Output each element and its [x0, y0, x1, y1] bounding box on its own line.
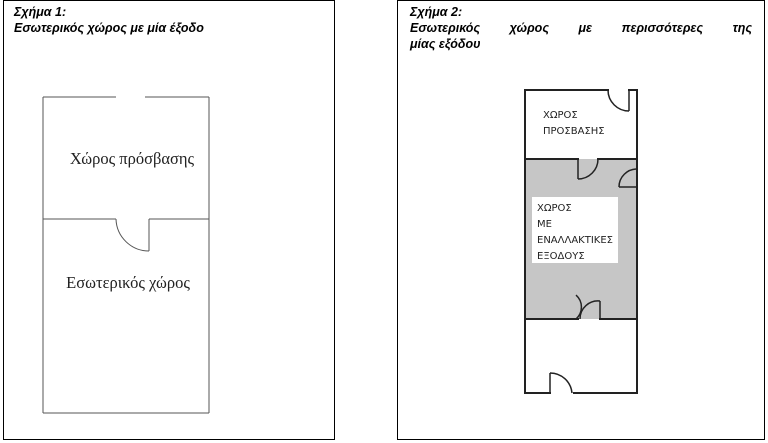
- interior-area-label: Εσωτερικός χώρος: [66, 273, 190, 292]
- floor-plan-single-exit: Χώρος πρόσβασης Εσωτερικός χώρος: [42, 96, 210, 414]
- left-door-arc: [575, 294, 583, 320]
- access-label-line1: ΧΩΡΟΣ: [543, 110, 578, 121]
- exit-door-arc: [549, 372, 573, 394]
- interior-label-box: [532, 197, 618, 263]
- interior-label-line1: ΧΩΡΟΣ: [537, 203, 572, 214]
- interior-label-line3: ΕΝΑΛΛΑΚΤΙΚΕΣ: [537, 235, 613, 246]
- access-label-line2: ΠΡΟΣΒΑΣΗΣ: [543, 126, 605, 137]
- entrance-door-arc: [607, 89, 630, 112]
- door-swing-arc: [115, 218, 150, 252]
- side-door-arc: [618, 168, 638, 188]
- figure-1-subtitle: Εσωτερικός χώρος με μία έξοδο: [14, 21, 204, 35]
- interior-label-line4: ΕΞΟΔΟΥΣ: [537, 251, 585, 262]
- figure-2-subtitle-line2: μίας εξόδου: [410, 37, 481, 51]
- figure-2-title: Σχήμα 2:: [410, 5, 463, 19]
- access-area-label: Χώρος πρόσβασης: [70, 149, 195, 168]
- lower-door-arc: [579, 300, 601, 320]
- upper-door-arc: [577, 158, 599, 180]
- figure-2-panel: Σχήμα 2: Εσωτερικός χώρος με περισσότερε…: [397, 0, 765, 440]
- interior-label-line2: ΜΕ: [537, 219, 552, 230]
- figure-1-panel: Σχήμα 1: Εσωτερικός χώρος με μία έξοδο Χ…: [3, 0, 335, 440]
- figure-2-subtitle-line1: Εσωτερικός χώρος με περισσότερες της: [410, 21, 752, 35]
- figure-1-title: Σχήμα 1:: [14, 5, 67, 19]
- floor-plan-multiple-exits: ΧΩΡΟΣ ΠΡΟΣΒΑΣΗΣ ΧΩΡΟΣ ΜΕ ΕΝΑΛΛΑΚΤΙΚΕΣ ΕΞ…: [524, 89, 638, 394]
